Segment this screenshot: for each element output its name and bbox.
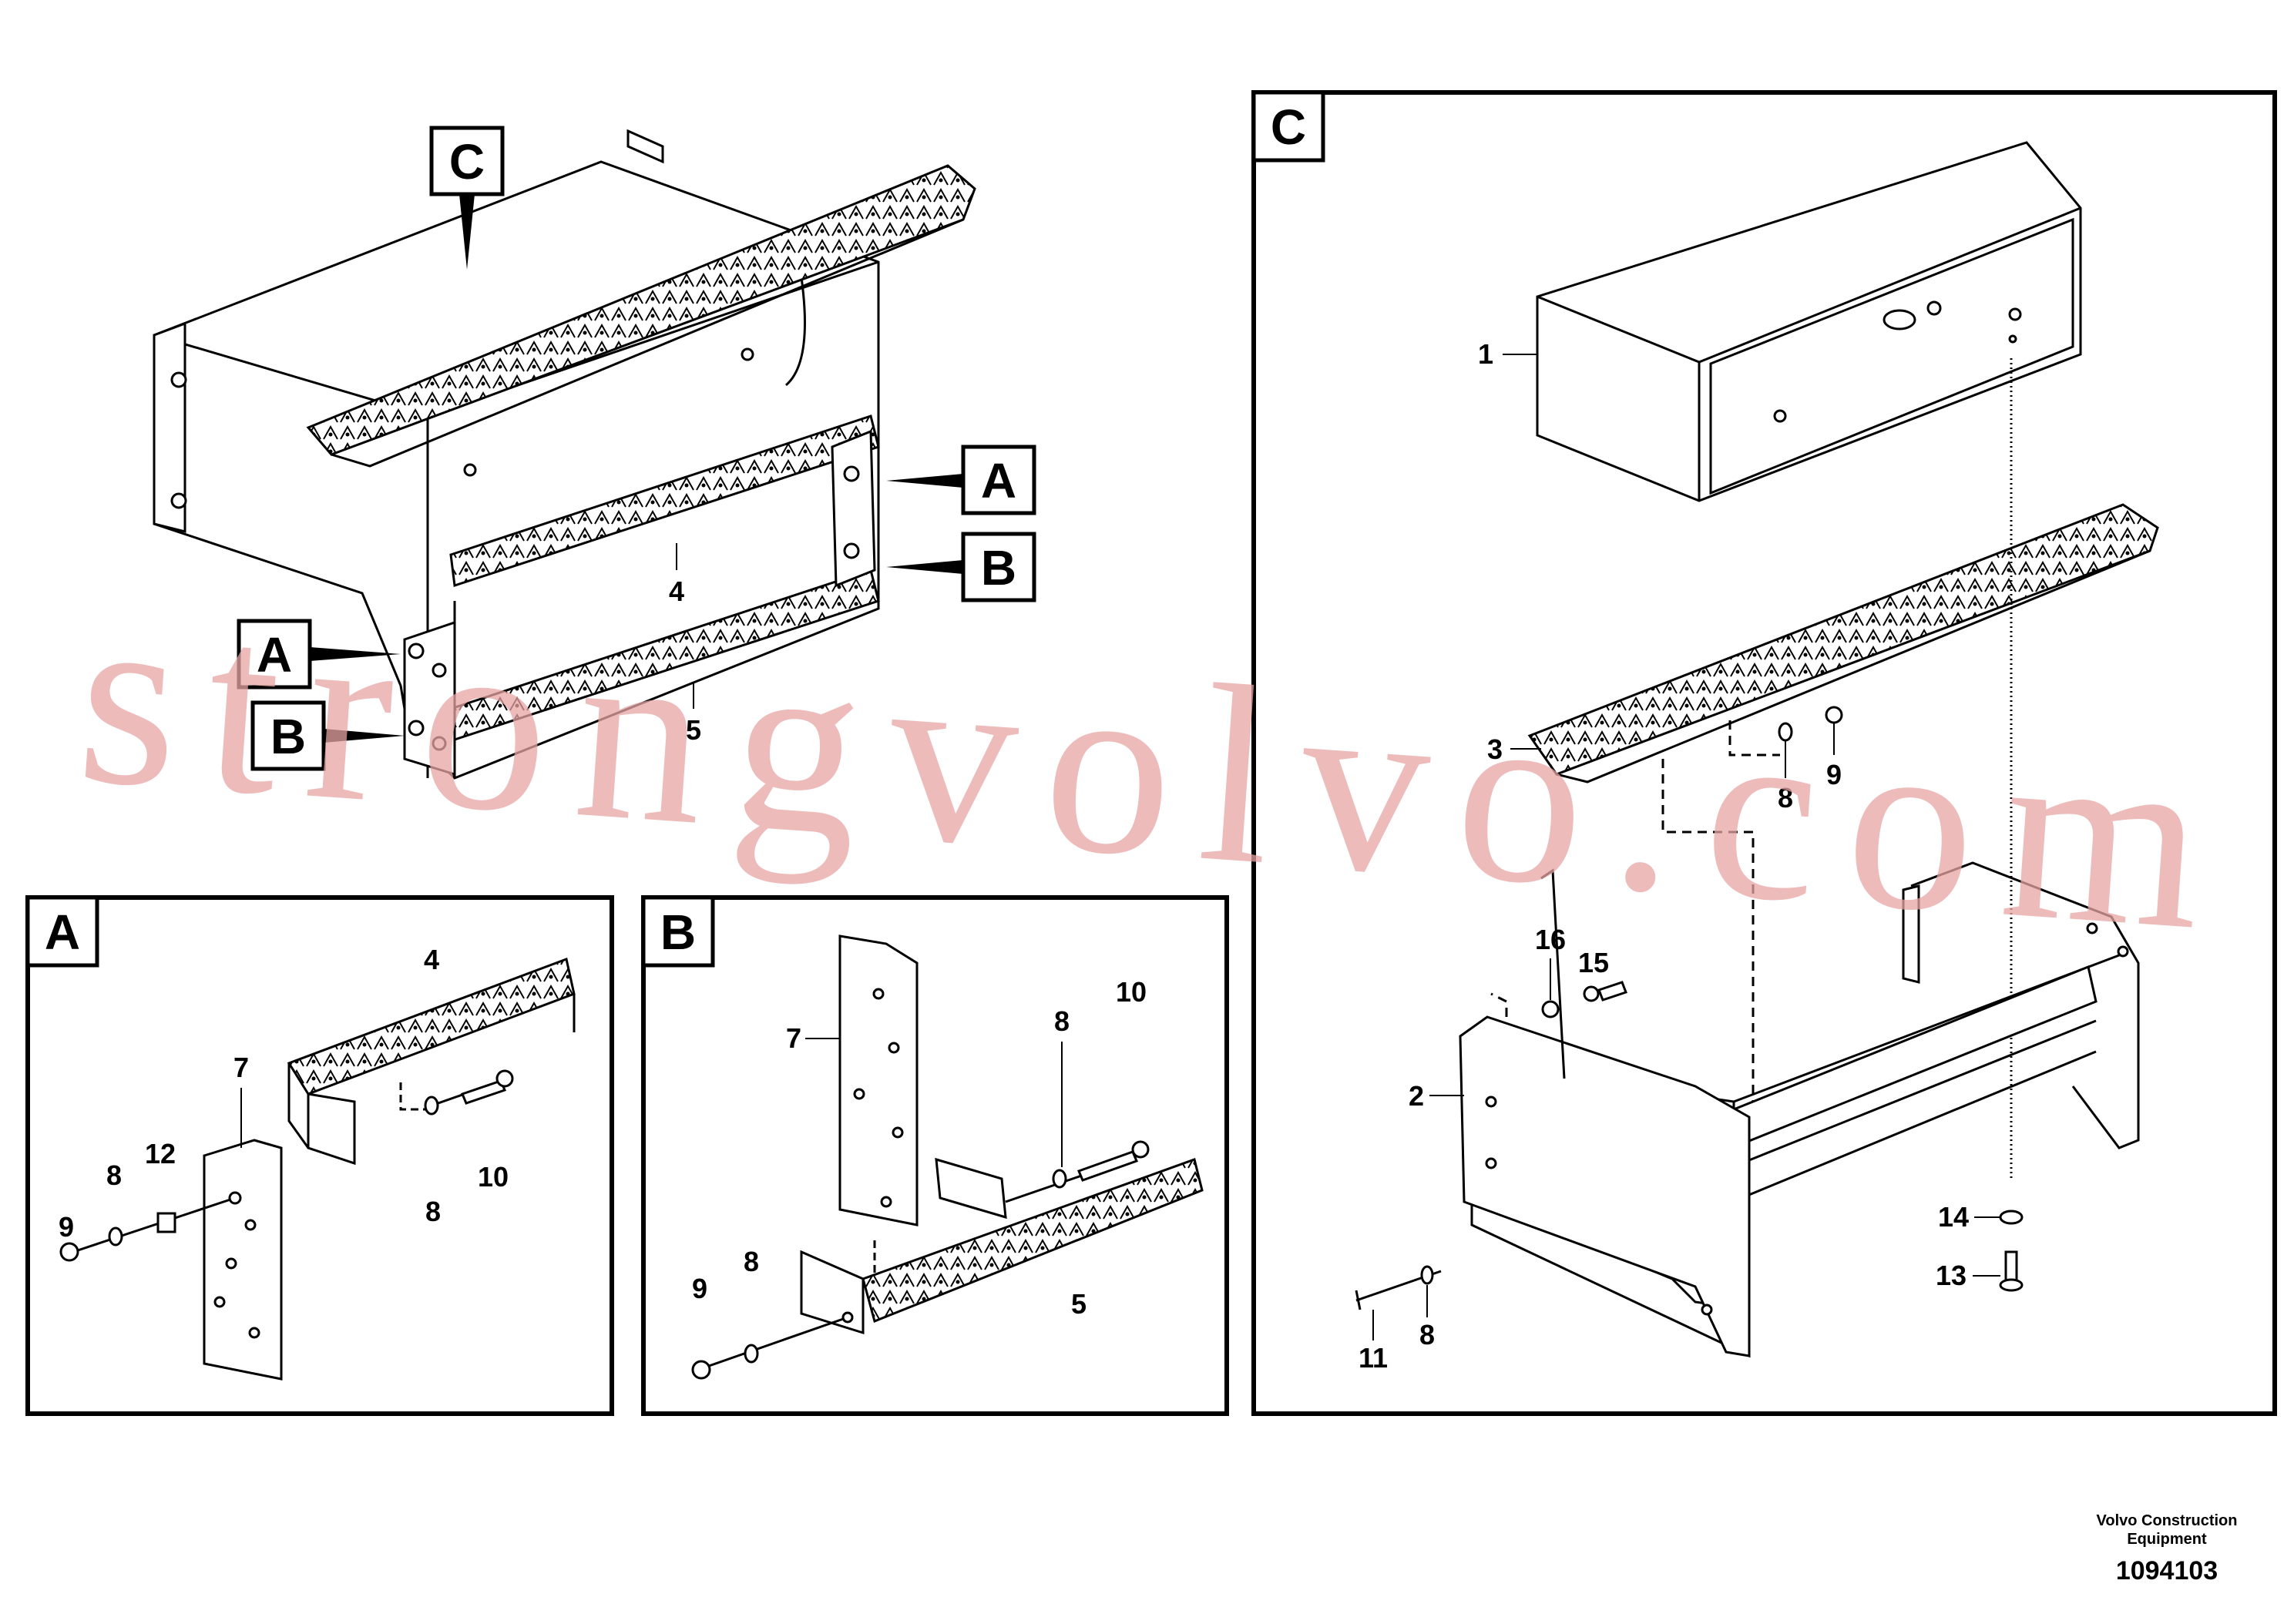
label-b-plate: 7 — [786, 1022, 801, 1054]
callout-tag-a-left[interactable]: A — [237, 619, 401, 690]
label-a-plate: 7 — [233, 1052, 249, 1083]
label-c-washer-stud: 14 — [1938, 1201, 1969, 1233]
label-step-upper: 4 — [669, 575, 684, 607]
svg-text:A: A — [257, 627, 292, 683]
label-c-screw: 13 — [1936, 1260, 1967, 1291]
detail-b-tag: B — [660, 904, 696, 960]
callout-tag-a-right[interactable]: A — [886, 445, 1036, 515]
overview-part-labels: 4 5 — [669, 543, 701, 746]
label-c-washer-step: 8 — [1778, 782, 1793, 814]
label-c-washer-bolt: 16 — [1535, 924, 1566, 955]
label-a-spacer: 12 — [145, 1138, 176, 1169]
label-a-washer-right: 8 — [425, 1196, 441, 1227]
detail-a-tag: A — [45, 904, 80, 960]
label-c-bolt-hex: 15 — [1578, 947, 1609, 978]
detail-c-tag: C — [1271, 99, 1306, 155]
label-b-nut: 9 — [692, 1273, 707, 1304]
svg-text:A: A — [981, 453, 1016, 508]
label-a-step: 4 — [424, 944, 439, 975]
label-b-step: 5 — [1071, 1288, 1087, 1320]
detail-a-labels: 4 7 9 8 12 8 10 — [59, 944, 509, 1243]
svg-text:B: B — [981, 540, 1016, 596]
brand-line-2: Equipment — [2127, 1531, 2207, 1548]
callout-tag-b-right[interactable]: B — [886, 532, 1036, 602]
detail-c-labels: 1 3 8 9 16 15 2 14 13 11 8 — [1359, 338, 2000, 1374]
label-c-bracket: 2 — [1409, 1080, 1424, 1112]
label-a-bolt: 10 — [478, 1161, 509, 1193]
callout-tag-c-overview[interactable]: C — [429, 126, 505, 270]
label-a-nut: 9 — [59, 1211, 74, 1243]
label-b-washer-bottom: 8 — [744, 1246, 759, 1277]
label-a-washer-left: 8 — [106, 1159, 122, 1191]
overview-assembly — [153, 129, 976, 780]
label-step-lower: 5 — [686, 714, 701, 746]
detail-a-panel: A 4 7 9 8 12 — [25, 895, 614, 1416]
callout-tag-b-left[interactable]: B — [250, 700, 405, 771]
detail-c-panel: C — [1251, 90, 2277, 1416]
label-c-washer-long: 8 — [1419, 1319, 1435, 1351]
label-c-bolt-long: 11 — [1359, 1342, 1388, 1374]
svg-text:C: C — [449, 134, 485, 190]
detail-b-labels: 7 8 10 9 8 5 — [692, 976, 1147, 1320]
detail-b-panel: B 7 8 10 9 8 — [641, 895, 1229, 1416]
label-b-washer-top: 8 — [1054, 1005, 1070, 1037]
drawing-number: 1094103 — [2116, 1556, 2218, 1585]
label-c-box: 1 — [1478, 338, 1493, 370]
svg-text:B: B — [270, 709, 306, 764]
overview-bolts — [170, 347, 860, 751]
label-b-bolt: 10 — [1116, 976, 1147, 1008]
footer-branding: Volvo Construction Equipment 1094103 — [2097, 1512, 2238, 1585]
label-c-nut-step: 9 — [1826, 759, 1842, 790]
brand-line-1: Volvo Construction — [2097, 1512, 2238, 1529]
label-c-step: 3 — [1487, 733, 1503, 765]
